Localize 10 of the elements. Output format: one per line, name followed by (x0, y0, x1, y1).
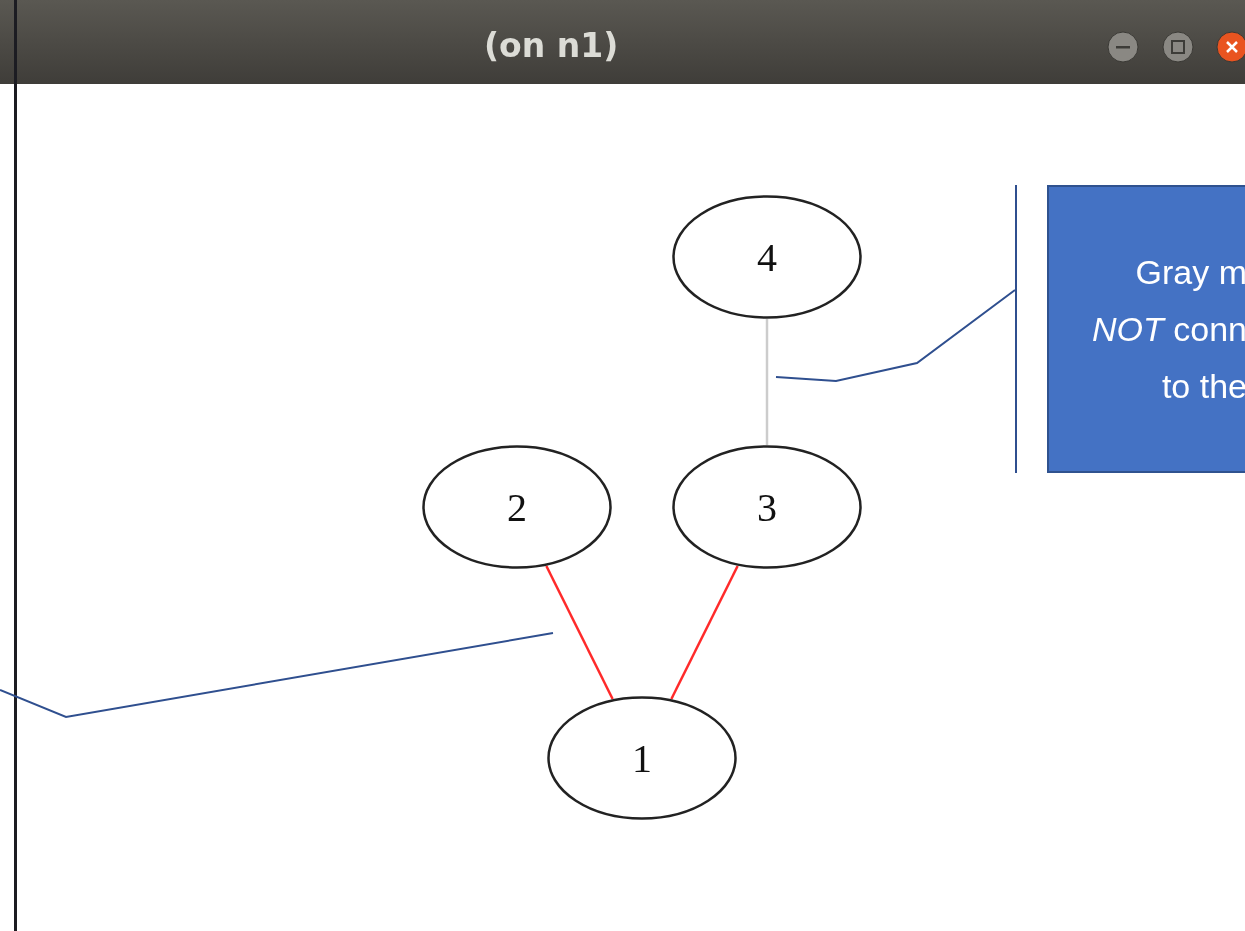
leader-line (775, 289, 1016, 382)
connector-line (670, 565, 739, 700)
ellipse-node: 1 (547, 696, 737, 820)
window-title: (on n1) (484, 26, 619, 65)
connector-line (765, 319, 769, 445)
ellipse-node: 3 (672, 445, 862, 569)
connector-line (545, 565, 614, 700)
callout-text: Gray m NOT conn to the (1091, 251, 1245, 407)
ellipse-node: 2 (422, 445, 612, 569)
ellipse-node: 4 (672, 195, 862, 319)
